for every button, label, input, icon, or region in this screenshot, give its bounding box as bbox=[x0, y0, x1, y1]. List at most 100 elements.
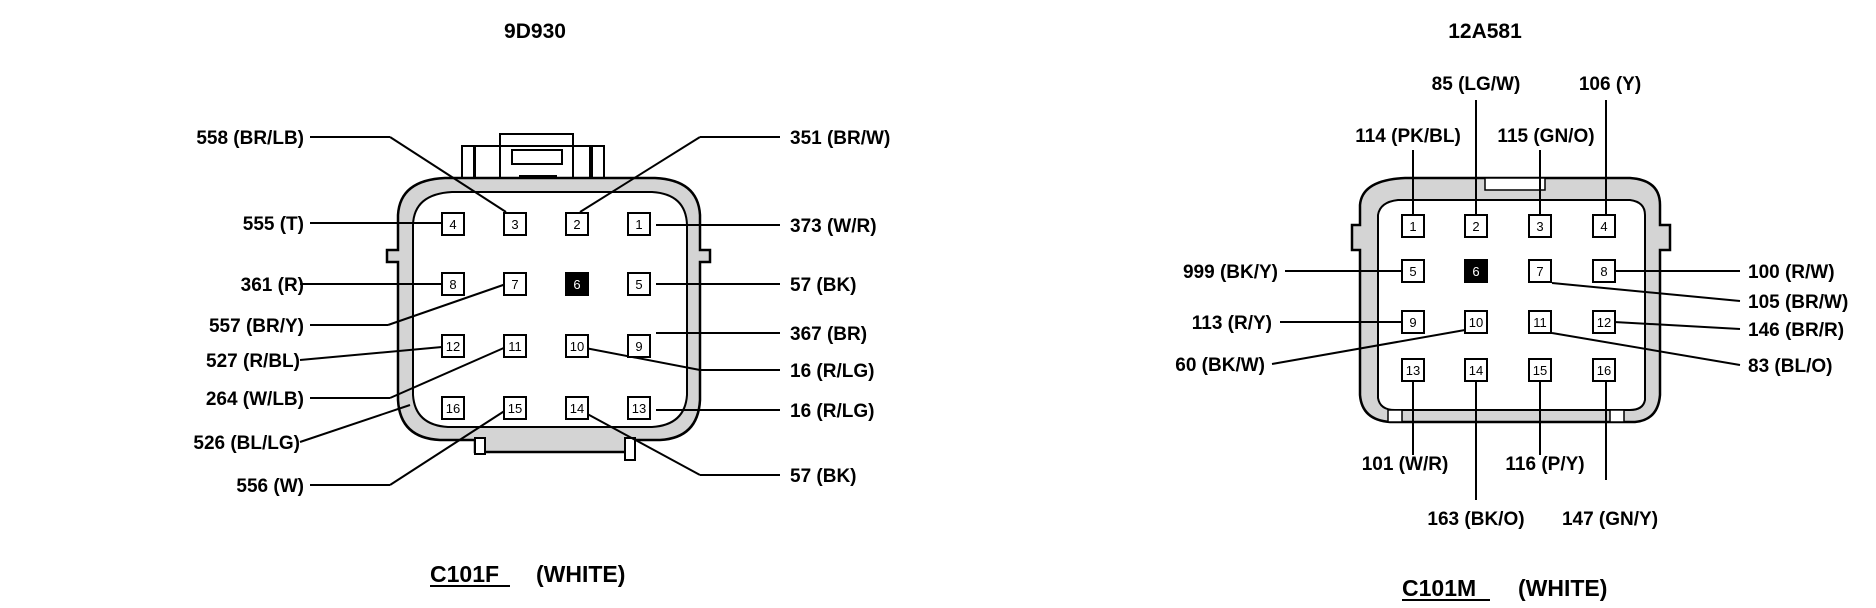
left-pin-13: 13 bbox=[627, 396, 651, 420]
wire-label: 163 (BK/O) bbox=[1427, 509, 1524, 530]
right-pin-3: 3 bbox=[1528, 214, 1552, 238]
wire-label: 116 (P/Y) bbox=[1505, 454, 1584, 475]
left-housing-inner bbox=[412, 191, 688, 428]
wire-label: 999 (BK/Y) bbox=[1183, 262, 1278, 283]
wire-label: 373 (W/R) bbox=[790, 216, 877, 237]
svg-text:6: 6 bbox=[1472, 264, 1479, 279]
svg-text:16: 16 bbox=[1597, 363, 1611, 378]
left-pin-11: 11 bbox=[503, 334, 527, 358]
left-pin-grid: 4 3 2 1 8 7 6 5 12 11 10 9 16 15 14 13 bbox=[441, 212, 651, 420]
svg-text:10: 10 bbox=[1469, 315, 1483, 330]
svg-text:6: 6 bbox=[573, 277, 580, 292]
svg-text:15: 15 bbox=[1533, 363, 1547, 378]
left-part-number: 9D930 bbox=[504, 20, 566, 43]
right-pin-7: 7 bbox=[1528, 259, 1552, 283]
wire-label: 146 (BR/R) bbox=[1748, 320, 1844, 341]
wire-label: 16 (R/LG) bbox=[790, 401, 874, 422]
left-pin-4: 4 bbox=[441, 212, 465, 236]
wire-label: 114 (PK/BL) bbox=[1355, 126, 1461, 147]
right-color-note: (WHITE) bbox=[1518, 575, 1607, 601]
left-pin-8: 8 bbox=[441, 272, 465, 296]
right-leader-lines bbox=[1271, 100, 1741, 500]
wire-label: 83 (BL/O) bbox=[1748, 356, 1832, 377]
wire-label: 57 (BK) bbox=[790, 466, 857, 487]
right-pin-6-blocked: 6 bbox=[1464, 259, 1488, 283]
wire-label: 555 (T) bbox=[243, 214, 304, 235]
right-pin-2: 2 bbox=[1464, 214, 1488, 238]
svg-text:7: 7 bbox=[1536, 264, 1543, 279]
left-pin-2: 2 bbox=[565, 212, 589, 236]
right-housing-inner bbox=[1377, 199, 1646, 411]
svg-text:13: 13 bbox=[1406, 363, 1420, 378]
left-pin-1: 1 bbox=[627, 212, 651, 236]
left-wire-labels: 558 (BR/LB) 351 (BR/W) 555 (T) 373 (W/R)… bbox=[193, 128, 890, 497]
wire-label: 527 (R/BL) bbox=[206, 351, 300, 372]
wire-label: 16 (R/LG) bbox=[790, 361, 874, 382]
svg-text:8: 8 bbox=[449, 277, 456, 292]
svg-text:9: 9 bbox=[635, 339, 642, 354]
wire-label: 105 (BR/W) bbox=[1748, 292, 1848, 313]
right-pin-11: 11 bbox=[1528, 310, 1552, 334]
wire-label: 100 (R/W) bbox=[1748, 262, 1835, 283]
right-pin-1: 1 bbox=[1401, 214, 1425, 238]
svg-text:12: 12 bbox=[1597, 315, 1611, 330]
wire-label: 556 (W) bbox=[236, 476, 304, 497]
right-pin-grid: 1 2 3 4 5 6 7 8 9 10 11 12 13 14 15 16 bbox=[1401, 214, 1616, 382]
right-pin-4: 4 bbox=[1592, 214, 1616, 238]
left-pin-9: 9 bbox=[627, 334, 651, 358]
right-pin-15: 15 bbox=[1528, 358, 1552, 382]
svg-text:13: 13 bbox=[632, 401, 646, 416]
wire-label: 367 (BR) bbox=[790, 324, 867, 345]
svg-text:15: 15 bbox=[508, 401, 522, 416]
svg-text:1: 1 bbox=[635, 217, 642, 232]
svg-text:12: 12 bbox=[446, 339, 460, 354]
left-color-note: (WHITE) bbox=[536, 561, 625, 587]
svg-text:8: 8 bbox=[1600, 264, 1607, 279]
right-top-key bbox=[1484, 177, 1546, 191]
svg-text:3: 3 bbox=[511, 217, 518, 232]
svg-text:9: 9 bbox=[1409, 315, 1416, 330]
right-part-number: 12A581 bbox=[1448, 20, 1522, 43]
svg-text:7: 7 bbox=[511, 277, 518, 292]
svg-text:1: 1 bbox=[1409, 219, 1416, 234]
svg-text:11: 11 bbox=[1533, 315, 1547, 330]
wire-label: 351 (BR/W) bbox=[790, 128, 890, 149]
svg-text:2: 2 bbox=[573, 217, 580, 232]
wire-label: 558 (BR/LB) bbox=[196, 128, 304, 149]
right-bottom-tab bbox=[1387, 409, 1403, 423]
svg-text:4: 4 bbox=[1600, 219, 1607, 234]
wire-label: 101 (W/R) bbox=[1362, 454, 1449, 475]
wire-label: 115 (GN/O) bbox=[1497, 126, 1594, 147]
right-connector-id: C101M bbox=[1402, 575, 1476, 601]
right-pin-14: 14 bbox=[1464, 358, 1488, 382]
left-leader-lines bbox=[299, 136, 780, 486]
right-pin-12: 12 bbox=[1592, 310, 1616, 334]
wire-label: 106 (Y) bbox=[1579, 74, 1641, 95]
left-pin-3: 3 bbox=[503, 212, 527, 236]
left-bottom-latch bbox=[474, 437, 486, 455]
svg-text:5: 5 bbox=[635, 277, 642, 292]
right-pin-16: 16 bbox=[1592, 358, 1616, 382]
left-pin-12: 12 bbox=[441, 334, 465, 358]
left-pin-14: 14 bbox=[565, 396, 589, 420]
left-connector: 9D930 bbox=[193, 20, 890, 587]
svg-text:11: 11 bbox=[508, 339, 522, 354]
right-pin-10: 10 bbox=[1464, 310, 1488, 334]
left-pin-7: 7 bbox=[503, 272, 527, 296]
left-pin-6-blocked: 6 bbox=[565, 272, 589, 296]
left-pin-15: 15 bbox=[503, 396, 527, 420]
svg-text:10: 10 bbox=[570, 339, 584, 354]
wire-label: 526 (BL/LG) bbox=[193, 433, 300, 454]
right-connector: 12A581 1 2 3 bbox=[1175, 20, 1848, 601]
svg-text:4: 4 bbox=[449, 217, 456, 232]
left-pin-5: 5 bbox=[627, 272, 651, 296]
right-pin-8: 8 bbox=[1592, 259, 1616, 283]
svg-text:3: 3 bbox=[1536, 219, 1543, 234]
svg-text:14: 14 bbox=[570, 401, 584, 416]
wire-label: 113 (R/Y) bbox=[1192, 313, 1272, 334]
wire-label: 60 (BK/W) bbox=[1175, 355, 1265, 376]
right-wire-labels: 85 (LG/W) 106 (Y) 114 (PK/BL) 115 (GN/O)… bbox=[1175, 74, 1848, 530]
right-pin-5: 5 bbox=[1401, 259, 1425, 283]
left-connector-id: C101F bbox=[430, 561, 499, 587]
